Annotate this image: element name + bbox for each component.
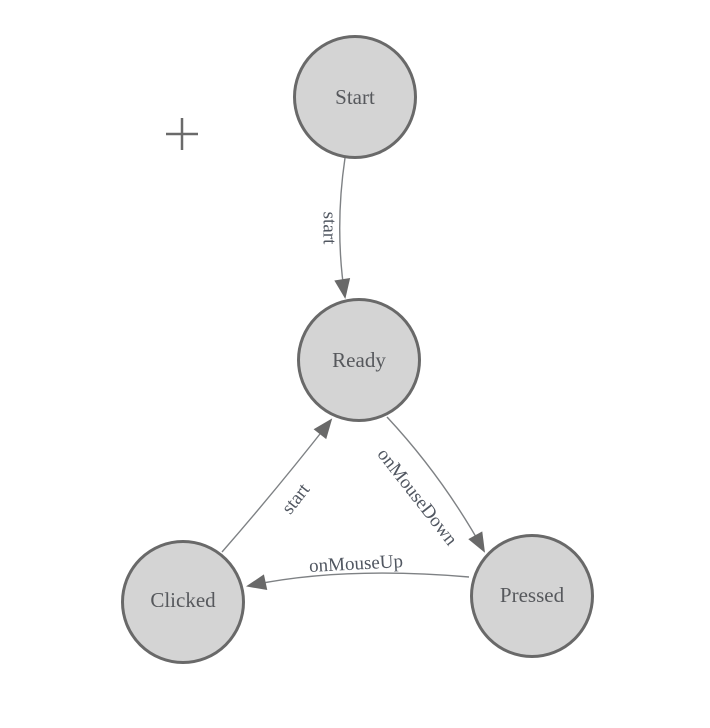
edge-pressed-to-clicked (246, 572, 470, 591)
node-pressed[interactable]: Pressed (470, 534, 594, 658)
node-pressed-circle[interactable] (470, 534, 594, 658)
edge-label-start-to-ready: start (319, 212, 340, 245)
edge-ready-to-pressed (386, 416, 485, 553)
node-clicked[interactable]: Clicked (121, 540, 245, 664)
edge-label-clicked-to-ready: start (278, 479, 315, 518)
plus-icon[interactable] (166, 118, 198, 150)
node-start-label: Start (335, 85, 375, 109)
edge-label-ready-to-pressed: onMouseDown (373, 444, 462, 550)
node-clicked-label: Clicked (150, 588, 216, 612)
node-start[interactable]: Start (293, 35, 417, 159)
node-ready[interactable]: Ready (297, 298, 421, 422)
node-clicked-circle[interactable] (121, 540, 245, 664)
edge-start-to-ready (334, 157, 351, 299)
node-ready-label: Ready (332, 348, 386, 372)
edge-label-pressed-to-clicked: onMouseUp (309, 551, 404, 577)
node-ready-circle[interactable] (297, 298, 421, 422)
node-start-circle[interactable] (293, 35, 417, 159)
edge-clicked-to-ready (221, 418, 333, 553)
node-pressed-label: Pressed (500, 583, 565, 607)
